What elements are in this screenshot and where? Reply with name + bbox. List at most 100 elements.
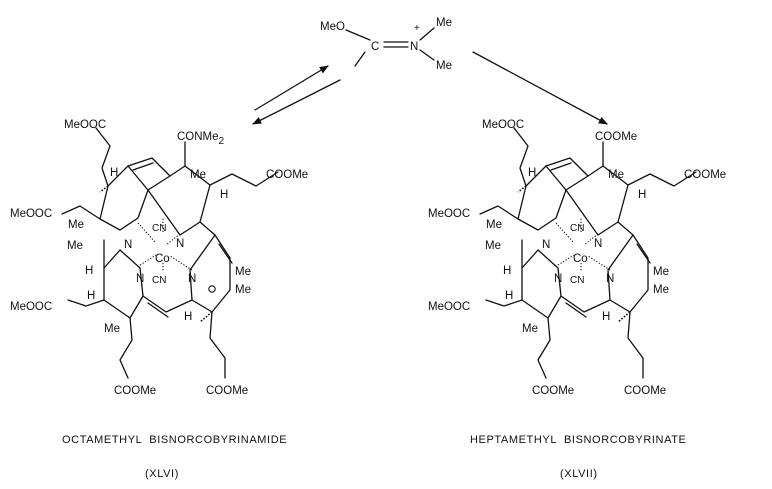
double-bond (550, 162, 572, 171)
epimer-marker (208, 285, 216, 293)
n-label: N (594, 238, 602, 250)
propionate-chain (209, 171, 279, 187)
co-label: Co (155, 253, 170, 265)
n-label: N (176, 238, 184, 250)
coome-label: COOMe (206, 385, 248, 397)
meso-bridge (199, 221, 216, 236)
me-label: Me (608, 169, 624, 181)
n-label: N (542, 239, 550, 251)
double-bond (636, 243, 651, 264)
coordination-bond (169, 255, 193, 271)
n-label: N (554, 273, 562, 285)
propionate-chain (627, 171, 697, 187)
ring-a (99, 165, 149, 231)
meooc-label: MeOOC (482, 119, 524, 131)
propionate-chain (95, 127, 111, 187)
me-label: Me (486, 219, 502, 231)
reagent-me-top: Me (436, 17, 452, 29)
ring-a (517, 165, 567, 231)
meso-bridge (617, 221, 634, 236)
propionate-chain (627, 311, 644, 379)
coome-label: COOMe (532, 385, 574, 397)
acetate-chain (479, 205, 519, 220)
h-label: H (85, 265, 93, 277)
meooc-label: MeOOC (428, 301, 470, 313)
me-label: Me (235, 284, 251, 296)
acetate-chain (485, 299, 523, 307)
h-label: H (220, 189, 228, 201)
double-bond (132, 162, 154, 171)
reagent-me-bottom: Me (436, 60, 452, 72)
bond (419, 49, 435, 61)
n-label: N (606, 273, 614, 285)
h-label: H (110, 167, 118, 179)
reagent-plus-charge: + (414, 23, 420, 34)
conme2-label: CONMe2 (177, 131, 225, 147)
h-label: H (528, 167, 536, 179)
coordination-bond (587, 255, 611, 271)
n-label: N (136, 273, 144, 285)
me-label: Me (653, 266, 669, 278)
compound-number: (XLVII) (560, 468, 598, 480)
double-bond (147, 302, 169, 318)
meooc-label: MeOOC (10, 208, 52, 220)
co-label: Co (573, 253, 588, 265)
meso-bridge (560, 295, 611, 313)
stereo-bond (617, 311, 631, 323)
me-label: Me (522, 323, 538, 335)
meooc-label: MeOOC (64, 119, 106, 131)
h-label: H (87, 290, 95, 302)
meooc-label: MeOOC (428, 208, 470, 220)
h-label: H (184, 311, 192, 323)
conme2-subscript: 2 (219, 136, 225, 147)
meso-bridge (127, 157, 171, 177)
propionate-chain (209, 311, 226, 379)
compound-name: HEPTAMETHYL BISNORCOBYRINATE (470, 434, 686, 446)
coome-label: COOMe (624, 385, 666, 397)
me-label: Me (68, 219, 84, 231)
coome-label: COOMe (266, 169, 308, 181)
reverse-arrow (252, 79, 341, 125)
n-label: N (124, 239, 132, 251)
h-label: H (503, 265, 511, 277)
meso-bridge (545, 157, 589, 177)
cn-label: CN (152, 275, 166, 286)
bond (354, 51, 366, 67)
bond (345, 29, 371, 41)
me-label: Me (653, 284, 669, 296)
coordination-bond (557, 254, 575, 266)
me-label: Me (485, 240, 501, 252)
compound-number: (XLVI) (145, 468, 179, 480)
h-label: H (602, 311, 610, 323)
cn-label: CN (152, 223, 166, 234)
reagent-meo-label: MeO (320, 21, 345, 33)
propionate-chain (513, 127, 529, 187)
forward-arrow (254, 65, 329, 111)
heptamethyl-bisnorcobyrinate-structure: MeOOC COOMe COOMe MeOOC H Me H Me CN N N… (428, 119, 726, 480)
compound-name: OCTAMETHYL BISNORCOBYRINAMIDE (62, 434, 287, 446)
n-label: N (188, 273, 196, 285)
meooc-label: MeOOC (10, 301, 52, 313)
coome-label: COOMe (114, 385, 156, 397)
propionate-chain (119, 317, 133, 379)
acetate-chain (61, 205, 101, 220)
propionate-chain (537, 317, 551, 379)
bond (419, 27, 435, 41)
reaction-arrow (472, 51, 608, 125)
coome-label: COOMe (595, 131, 637, 143)
coome-label: COOMe (684, 169, 726, 181)
stereo-bond (199, 311, 213, 323)
meso-bridge (142, 295, 193, 313)
reagent-n-label: N (410, 41, 418, 53)
acetate-chain (67, 299, 105, 307)
equilibrium-arrows (252, 65, 341, 125)
me-label: Me (190, 169, 206, 181)
coordination-bond (139, 254, 157, 266)
cn-label: CN (570, 223, 584, 234)
me-label: Me (235, 266, 251, 278)
me-label: Me (104, 323, 120, 335)
me-label: Me (67, 240, 83, 252)
cn-label: CN (570, 275, 584, 286)
h-label: H (505, 290, 513, 302)
